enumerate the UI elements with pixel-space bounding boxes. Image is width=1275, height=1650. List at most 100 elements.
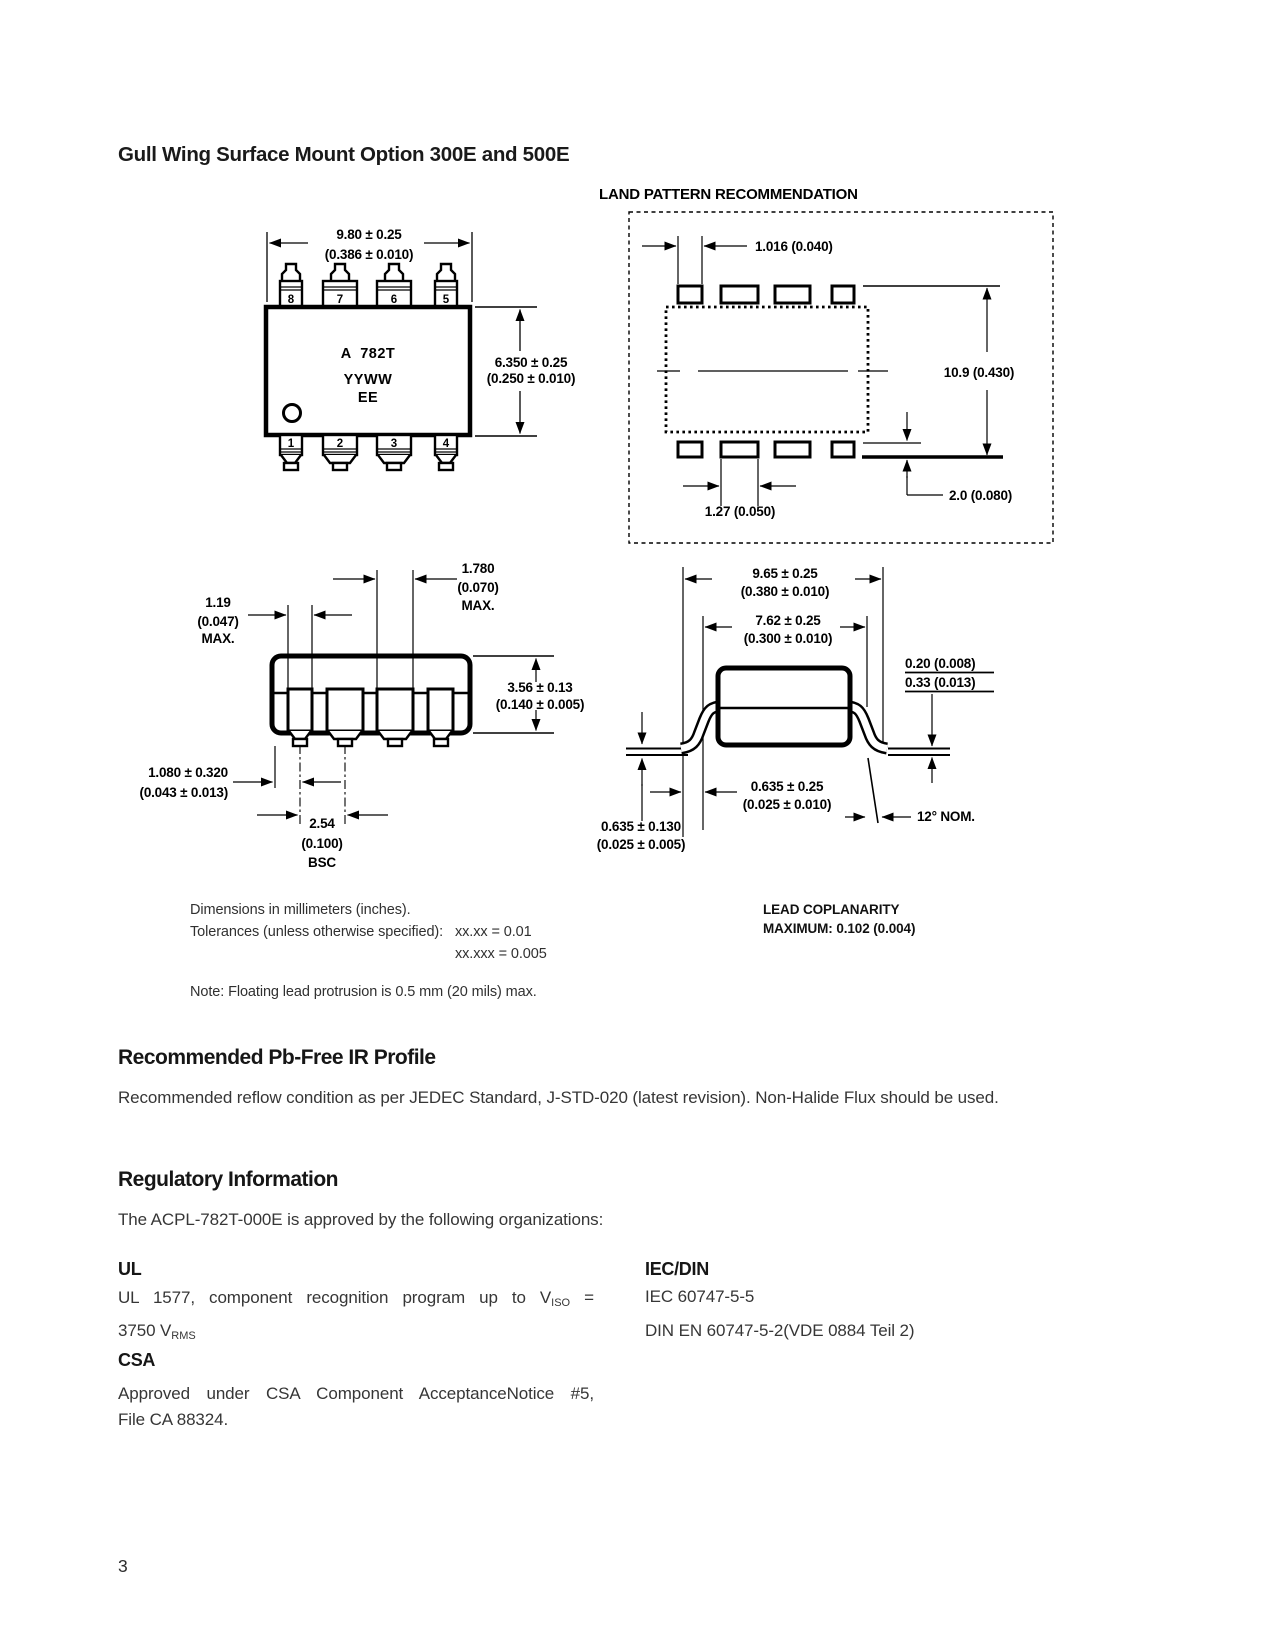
page-number: 3 xyxy=(118,1556,128,1576)
dim-lead-w-mm: 1.080 ± 0.320 xyxy=(148,765,228,780)
marking-part: A 782T xyxy=(341,346,396,362)
dim-body-mm: 7.62 ± 0.25 xyxy=(755,613,821,628)
land-pattern-frame xyxy=(628,211,1054,544)
land-pads-bottom xyxy=(676,440,856,459)
height-dimension-lines xyxy=(475,306,537,437)
iec-line2: DIN EN 60747-5-2(VDE 0884 Teil 2) xyxy=(645,1321,915,1340)
lead xyxy=(375,687,415,748)
dim-pad-height: 2.0 (0.080) xyxy=(949,488,1012,503)
lead-width-dimension xyxy=(233,745,346,824)
package-body xyxy=(715,665,853,748)
ul-text: UL 1577, component recognition program u… xyxy=(118,1288,552,1307)
heading-pb-free: Recommended Pb-Free IR Profile xyxy=(118,1046,436,1069)
body-height-dimension xyxy=(473,655,554,734)
dim-lead-wide-max: MAX. xyxy=(462,598,495,613)
dim-foot-in: (0.025 ± 0.010) xyxy=(743,797,831,812)
extension-lines xyxy=(287,570,414,689)
dim-overall-in: (0.380 ± 0.010) xyxy=(741,584,829,599)
dim-body-h-mm: 3.56 ± 0.13 xyxy=(507,680,573,695)
dim-standoff-max: 0.33 (0.013) xyxy=(905,675,975,690)
dim-foot-mm: 0.635 ± 0.25 xyxy=(751,779,824,794)
note-tolerances-label: Tolerances (unless otherwise specified): xyxy=(190,924,444,940)
heading-regulatory: Regulatory Information xyxy=(118,1168,339,1191)
note-tolerance-2: xx.xxx = 0.005 xyxy=(455,946,547,962)
dim-lead-narrow-mm: 1.19 xyxy=(205,595,230,610)
marking-datecode: YYWW xyxy=(344,372,393,388)
land-pattern-drawing: LAND PATTERN RECOMMENDATION 1.016 (0.040… xyxy=(599,186,1054,544)
width-dimension-lines xyxy=(266,232,473,302)
dim-overall-mm: 9.65 ± 0.25 xyxy=(752,566,818,581)
lead-angle-line xyxy=(867,757,879,824)
pb-free-body: Recommended reflow condition as per JEDE… xyxy=(118,1088,999,1107)
dim-width-in: (0.386 ± 0.010) xyxy=(325,247,413,262)
pin-label: 6 xyxy=(391,294,397,306)
lead xyxy=(325,687,365,748)
dim-height-mm: 6.350 ± 0.25 xyxy=(495,355,568,370)
dim-lead-w-in: (0.043 ± 0.013) xyxy=(140,785,228,800)
dim-thickness-mm: 0.635 ± 0.130 xyxy=(601,819,681,834)
land-pads-top xyxy=(676,284,856,305)
dim-body-in: (0.300 ± 0.010) xyxy=(744,631,832,646)
lead xyxy=(426,687,455,748)
package-outline-dotted xyxy=(664,305,870,434)
heading-iec-din: IEC/DIN xyxy=(645,1259,709,1279)
pin-label: 5 xyxy=(443,294,450,306)
pin-4: 4 xyxy=(433,433,459,472)
dim-pad-width: 1.016 (0.040) xyxy=(755,239,833,254)
heading-ul: UL xyxy=(118,1259,142,1279)
pin-8: 8 xyxy=(278,262,304,309)
dim-lead-narrow-max: MAX. xyxy=(202,631,235,646)
pin-label: 7 xyxy=(337,294,343,306)
ul-sub-rms: RMS xyxy=(171,1330,196,1342)
regulatory-intro: The ACPL-782T-000E is approved by the fo… xyxy=(118,1210,604,1229)
span-dimension xyxy=(862,285,1003,459)
note-dimensions: Dimensions in millimeters (inches). xyxy=(190,902,411,918)
pad-height-dimension xyxy=(863,412,943,496)
pin-6: 6 xyxy=(375,262,413,309)
pin-label: 3 xyxy=(391,438,397,450)
dim-thickness-in: (0.025 ± 0.005) xyxy=(597,837,685,852)
pin-7: 7 xyxy=(321,262,359,309)
heading-csa: CSA xyxy=(118,1350,156,1370)
dim-pitch-in: (0.100) xyxy=(301,836,342,851)
note-protrusion: Note: Floating lead protrusion is 0.5 mm… xyxy=(190,984,537,1000)
pin-5: 5 xyxy=(433,262,459,309)
csa-line2: File CA 88324. xyxy=(118,1410,229,1429)
pad-width-dimension xyxy=(642,236,747,284)
marking-lot: EE xyxy=(358,390,378,406)
pin-3: 3 xyxy=(375,433,413,472)
ul-text-eq: = xyxy=(570,1288,594,1307)
dim-pitch-mm: 2.54 xyxy=(309,816,335,831)
dim-pitch: 1.27 (0.050) xyxy=(705,504,775,519)
standoff-dimension xyxy=(905,671,994,783)
pitch-dimension xyxy=(683,459,796,506)
dim-lead-narrow-in: (0.047) xyxy=(197,614,238,629)
extension-lines xyxy=(682,567,884,837)
note-tolerance-1: xx.xx = 0.01 xyxy=(455,924,532,940)
pin1-indicator-dot xyxy=(282,403,302,423)
pin-label: 2 xyxy=(337,438,343,450)
lead xyxy=(286,687,314,748)
csa-line1: Approved under CSA Component AcceptanceN… xyxy=(118,1384,594,1403)
land-pattern-title: LAND PATTERN RECOMMENDATION xyxy=(599,186,858,203)
note-coplanarity-1: LEAD COPLANARITY xyxy=(763,902,900,917)
package-side-view-drawing: 9.65 ± 0.25 (0.380 ± 0.010) 7.62 ± 0.25 … xyxy=(597,566,994,852)
ul-text2: 3750 V xyxy=(118,1321,172,1340)
package-end-view-drawing: 1.780 (0.070) MAX. 1.19 (0.047) MAX. 3.5… xyxy=(140,561,585,870)
dim-lead-wide-in: (0.070) xyxy=(457,580,498,595)
dim-lead-wide-mm: 1.780 xyxy=(462,561,495,576)
pin-label: 8 xyxy=(288,294,295,306)
dim-standoff-min: 0.20 (0.008) xyxy=(905,656,975,671)
iec-line1: IEC 60747-5-5 xyxy=(645,1287,755,1306)
dim-body-h-in: (0.140 ± 0.005) xyxy=(496,697,584,712)
package-top-view-drawing: 9.80 ± 0.25 (0.386 ± 0.010) 8 7 6 5 A xyxy=(263,227,575,472)
dim-angle: 12° NOM. xyxy=(917,809,975,824)
pin-1: 1 xyxy=(278,433,304,472)
dim-height-in: (0.250 ± 0.010) xyxy=(487,371,575,386)
gull-wing-leads xyxy=(679,700,889,755)
note-coplanarity-2: MAXIMUM: 0.102 (0.004) xyxy=(763,921,916,936)
pin-label: 1 xyxy=(288,438,295,450)
ul-paragraph: UL 1577, component recognition program u… xyxy=(118,1284,594,1350)
package-body xyxy=(269,653,473,736)
